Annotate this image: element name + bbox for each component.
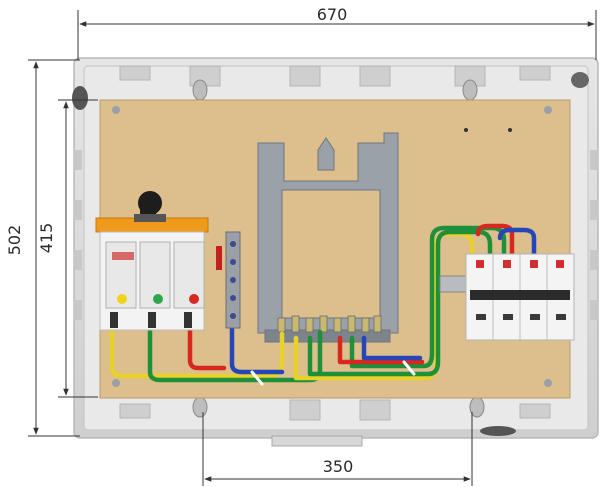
isolator-switch <box>95 191 209 331</box>
overall-height-label: 502 <box>5 225 24 256</box>
circuit-breaker <box>439 253 575 341</box>
neutral-busbar <box>216 231 241 329</box>
board-height-label: 415 <box>37 223 56 254</box>
dimension-lines <box>28 10 597 486</box>
wiring <box>109 223 537 386</box>
terminal-strip <box>277 315 382 333</box>
mounting-spacing-label: 350 <box>323 457 354 476</box>
overall-width-label: 670 <box>317 5 348 24</box>
cable-frame <box>257 132 399 343</box>
